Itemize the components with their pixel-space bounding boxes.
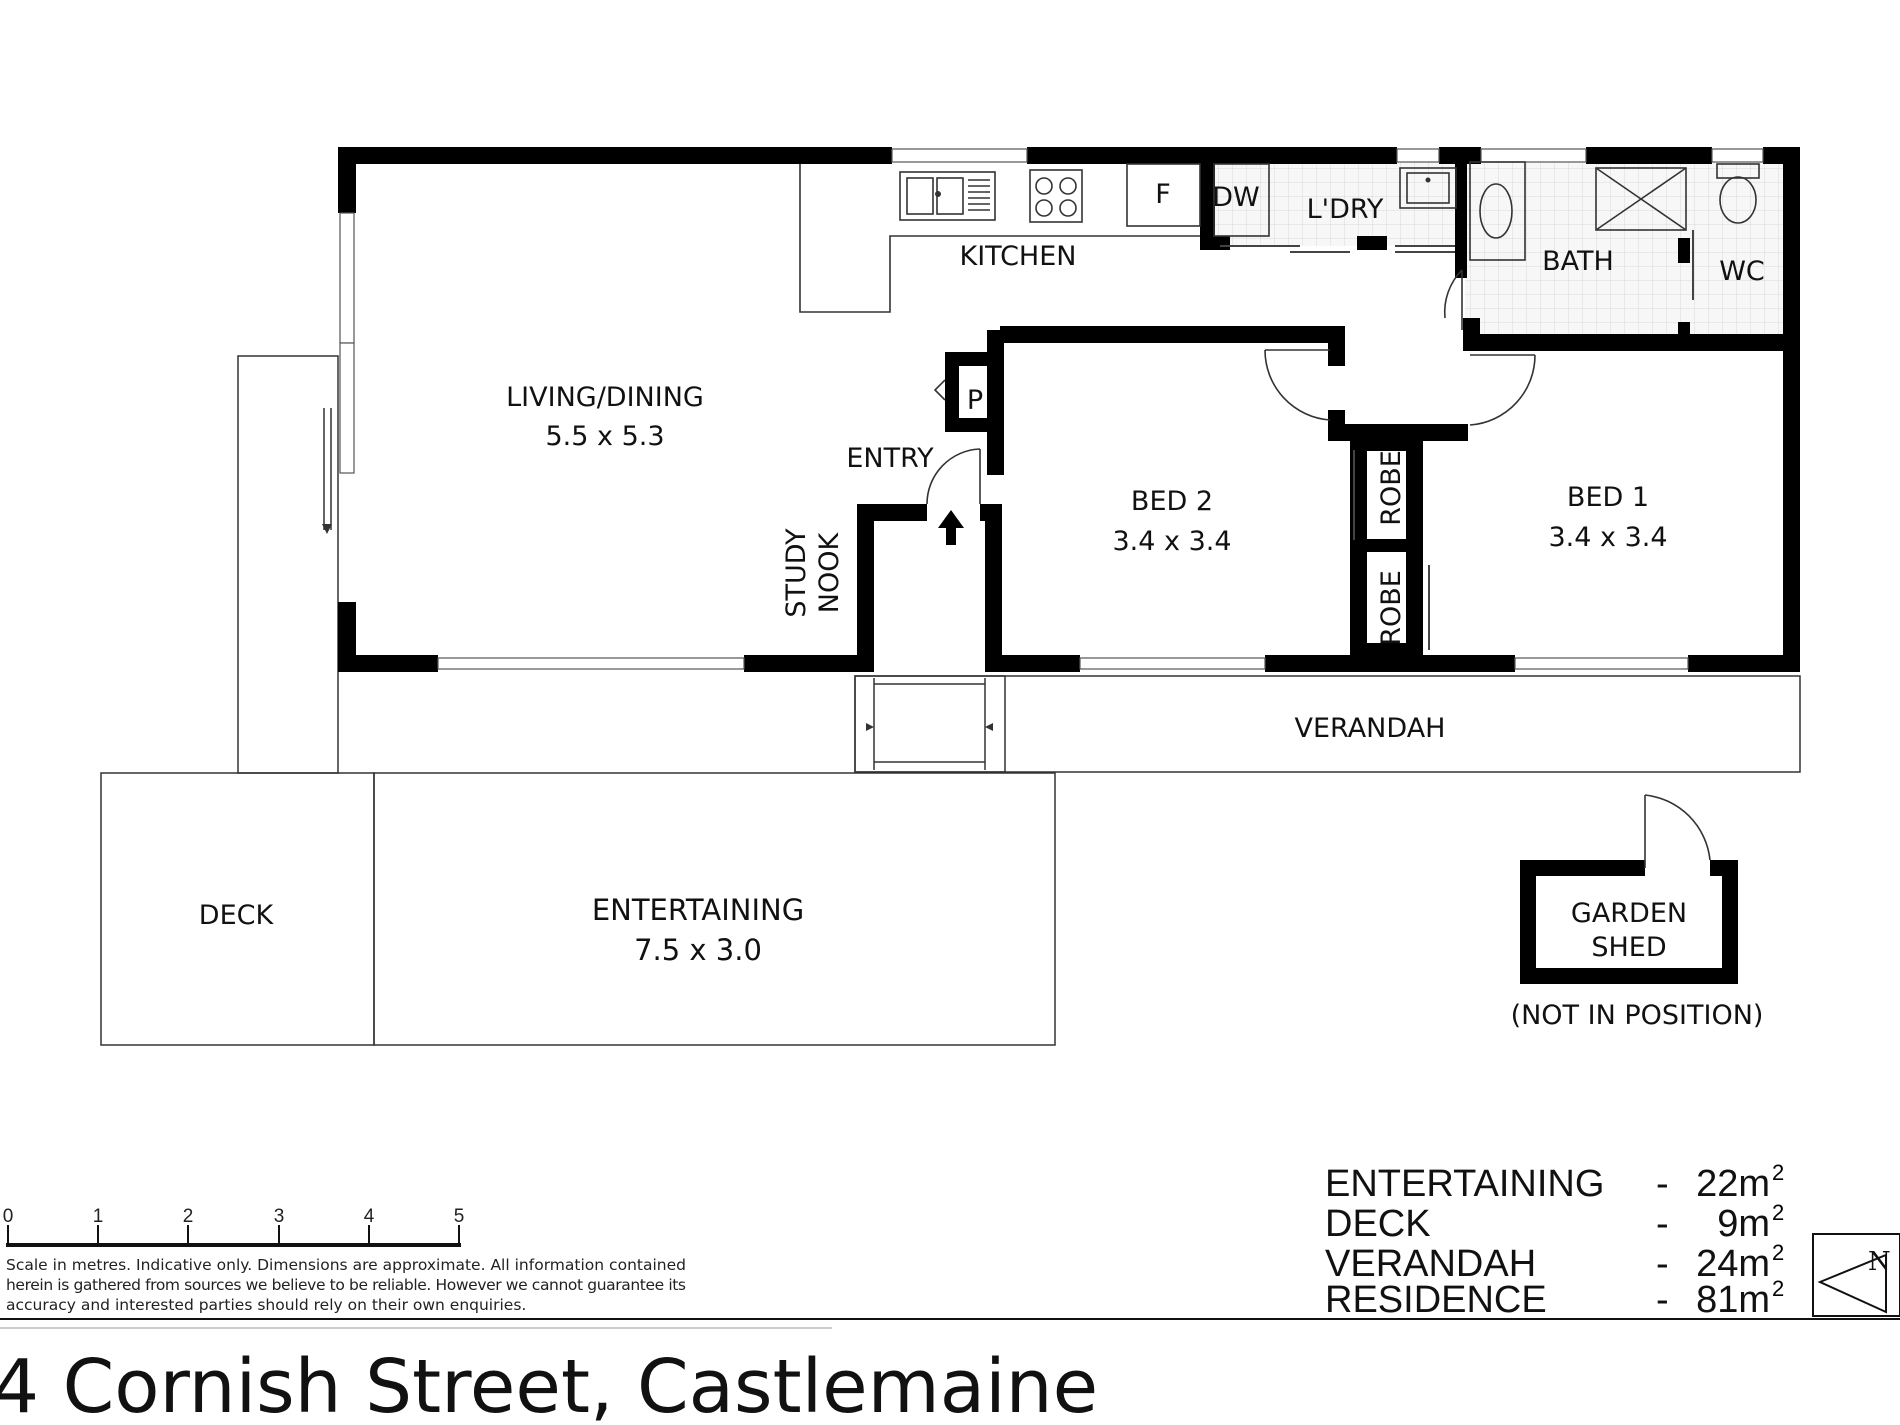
bathroom-tiles: [1465, 162, 1783, 334]
living-label: LIVING/DINING: [506, 382, 704, 413]
outdoor-areas: [100, 355, 1801, 1046]
area-value: 24m: [1696, 1243, 1770, 1285]
scale-tick: 5: [454, 1206, 465, 1227]
area-dash: -: [1656, 1279, 1669, 1321]
verandah-label: VERANDAH: [1295, 713, 1446, 744]
shed-label-2: SHED: [1591, 932, 1666, 963]
title-block: 4 Cornish Street, Castlemaine: [0, 1318, 1900, 1425]
area-label-deck: DECK: [1325, 1203, 1431, 1245]
disclaimer-line-2: herein is gathered from sources we belie…: [6, 1276, 686, 1294]
cooktop-icon: [1029, 169, 1083, 223]
windows: [322, 148, 1764, 670]
doors: [926, 349, 1536, 650]
room-labels: LIVING/DINING 5.5 x 5.3 KITCHEN F DW L'D…: [199, 179, 1765, 1031]
fridge-label: F: [1155, 179, 1171, 210]
compass-icon: N: [1812, 1233, 1900, 1317]
side-deck-outline: [237, 355, 339, 774]
entertaining-dims: 7.5 x 3.0: [634, 933, 762, 967]
disclaimer-line-3: accuracy and interested parties should r…: [6, 1296, 526, 1314]
bath-label: BATH: [1542, 246, 1614, 277]
study-label-1: STUDY: [781, 528, 812, 618]
laundry-tub-icon: [1399, 167, 1457, 209]
dishwasher-label: DW: [1212, 182, 1260, 213]
dishwasher-icon: [1213, 163, 1270, 237]
kitchen-label: KITCHEN: [960, 241, 1077, 272]
area-label-entertaining: ENTERTAINING: [1325, 1163, 1604, 1205]
shed-label-1: GARDEN: [1571, 898, 1687, 929]
bathroom-fixtures: [1443, 161, 1760, 330]
area-dash: -: [1656, 1163, 1669, 1205]
garden-shed: [1520, 794, 1738, 984]
area-dash: -: [1656, 1203, 1669, 1245]
toilet-icon: [1716, 163, 1760, 179]
scale-tick: 1: [93, 1206, 104, 1227]
compass-n-label: N: [1868, 1247, 1891, 1277]
scale-tick: 3: [274, 1206, 285, 1227]
entry-label: ENTRY: [846, 443, 934, 474]
scale-tick: 4: [364, 1206, 375, 1227]
living-dims: 5.5 x 5.3: [545, 421, 664, 452]
entry-arrow-icon: [938, 510, 964, 545]
property-title: 4 Cornish Street, Castlemaine: [0, 1344, 1098, 1425]
bed2-dims: 3.4 x 3.4: [1112, 526, 1231, 557]
shower-icon: [1595, 167, 1687, 231]
area-value: 9m: [1717, 1203, 1770, 1245]
scale-tick: 0: [3, 1206, 14, 1227]
study-label-2: NOOK: [814, 532, 845, 614]
area-sup: 2: [1772, 1160, 1784, 1185]
fridge-icon: [1126, 163, 1201, 227]
area-label-verandah: VERANDAH: [1325, 1243, 1536, 1285]
kitchen-fixtures: [799, 163, 1457, 313]
bed1-label: BED 1: [1567, 482, 1649, 513]
area-schedule: ENTERTAINING - 22m 2 DECK - 9m 2 VERANDA…: [1325, 1160, 1784, 1321]
wc-label: WC: [1719, 256, 1765, 287]
laundry-tiles: [1215, 162, 1455, 246]
entertaining-outline: [373, 772, 1056, 1046]
scale-bar: 0 1 2 3 4 5 Scale in metres. Indicative …: [3, 1206, 686, 1314]
area-value: 22m: [1696, 1163, 1770, 1205]
shed-note: (NOT IN POSITION): [1511, 1000, 1764, 1031]
laundry-label: L'DRY: [1307, 194, 1384, 225]
area-value: 81m: [1696, 1279, 1770, 1321]
area-sup: 2: [1772, 1240, 1784, 1265]
entertaining-label: ENTERTAINING: [592, 893, 804, 927]
bed2-label: BED 2: [1131, 486, 1213, 517]
pantry-label: P: [967, 385, 983, 416]
walls: [338, 147, 1800, 672]
scale-tick: 2: [183, 1206, 194, 1227]
area-sup: 2: [1772, 1200, 1784, 1225]
entry-steps-outline: [854, 675, 1006, 773]
area-sup: 2: [1772, 1276, 1784, 1301]
bed1-dims: 3.4 x 3.4: [1548, 522, 1667, 553]
deck-label: DECK: [199, 900, 275, 931]
robe-lower-label: ROBE: [1376, 570, 1407, 646]
disclaimer-line-1: Scale in metres. Indicative only. Dimens…: [6, 1256, 686, 1274]
sink-icon: [899, 171, 996, 221]
area-label-residence: RESIDENCE: [1325, 1279, 1547, 1321]
robe-upper-label: ROBE: [1376, 450, 1407, 526]
area-dash: -: [1656, 1243, 1669, 1285]
vanity-icon: [1469, 161, 1526, 261]
